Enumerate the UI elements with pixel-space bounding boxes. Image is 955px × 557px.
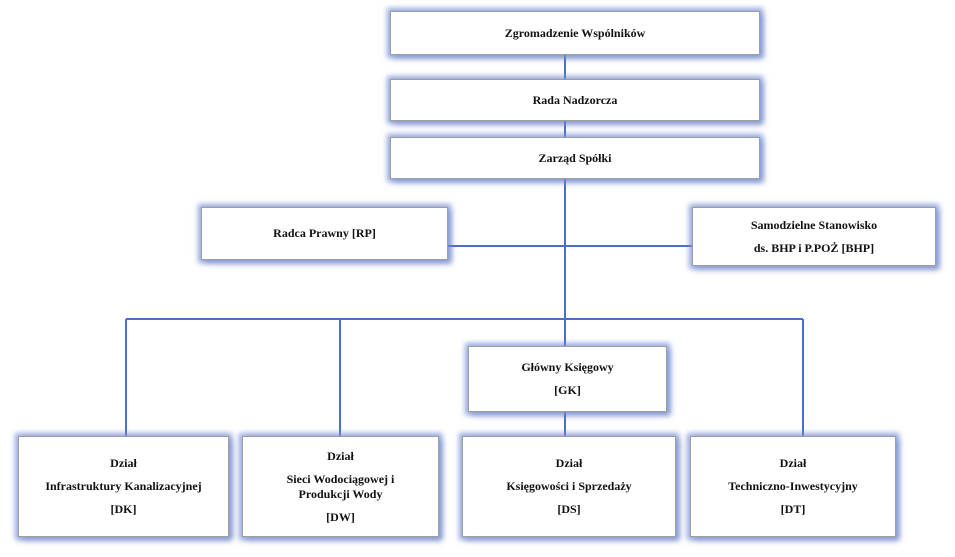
node-glowny-ksiegowy: Główny Księgowy [GK]	[468, 346, 667, 412]
node-line: Techniczno-Inwestycyjny	[728, 479, 858, 493]
node-rada-nadzorcza: Rada Nadzorcza	[390, 79, 760, 121]
node-line: Zarząd Spółki	[538, 150, 612, 165]
node-line: [GK]	[554, 383, 581, 397]
node-line: Dział	[110, 456, 137, 470]
node-line: ds. BHP i P.POŻ [BHP]	[753, 240, 875, 255]
node-line: Dział	[779, 456, 807, 470]
node-zgromadzenie-wspolnikow: Zgromadzenie Wspólników	[390, 11, 760, 55]
node-line: Główny Księgowy	[521, 360, 614, 374]
node-line: Dział	[555, 456, 583, 470]
node-line: Radca Prawny [RP]	[273, 226, 376, 240]
node-line: [DT]	[780, 502, 806, 516]
node-line: Księgowości i Sprzedaży	[506, 479, 632, 493]
node-line: Sieci Wodociągowej i	[286, 471, 395, 486]
node-line: Rada Nadzorcza	[532, 92, 618, 107]
node-line: [DW]	[326, 509, 355, 524]
node-line: [DS]	[557, 502, 581, 516]
node-line: Produkcji Wody	[298, 486, 383, 501]
node-radca-prawny: Radca Prawny [RP]	[201, 207, 448, 260]
node-line: Infrastruktury Kanalizacyjnej	[45, 479, 202, 493]
node-line: Zgromadzenie Wspólników	[504, 25, 646, 40]
node-line: Dział	[327, 448, 354, 463]
node-zarzad-spolki: Zarząd Spółki	[390, 137, 760, 179]
node-line: [DK]	[110, 502, 137, 516]
node-bhp: Samodzielne Stanowisko ds. BHP i P.POŻ [B…	[692, 207, 936, 266]
node-line: Samodzielne Stanowisko	[750, 217, 878, 232]
